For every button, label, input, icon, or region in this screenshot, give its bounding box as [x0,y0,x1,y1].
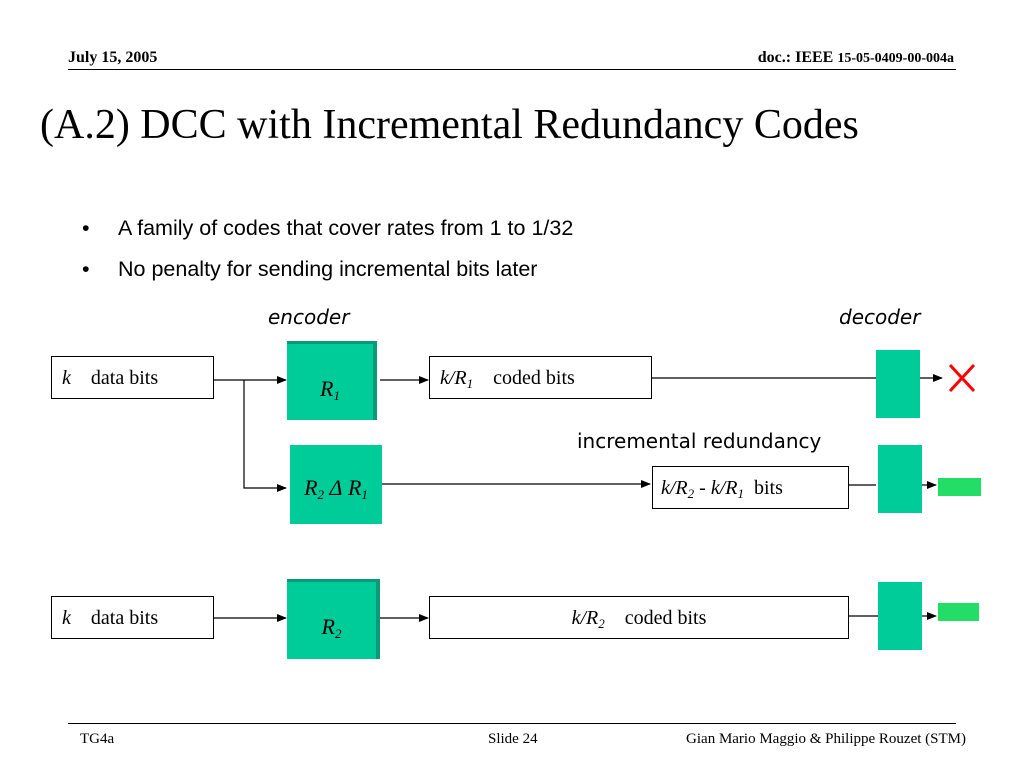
data-bits-text: data bits [90,367,159,389]
data-bits-text: data bits [90,607,159,629]
coded-bits-box-r2: k/R2 coded bits [429,596,849,639]
decoder-label: decoder [839,305,921,329]
incremental-redundancy-label: incremental redundancy [577,429,822,453]
incremental-bits-box: k/R2 - k/R1 bits [652,466,849,509]
decoder-block-1 [876,350,920,418]
header-doc-id: doc.: IEEE 15-05-0409-00-004a [758,49,954,67]
header-doc-prefix: doc.: IEEE [757,49,838,66]
data-bits-box: k data bits [51,596,214,639]
footer-rule [68,723,956,724]
encoder-r1-block: R1 [287,341,377,420]
success-bar-icon [938,478,981,496]
decoder-block-2 [878,445,922,513]
bullet-list: A family of codes that cover rates from … [82,212,573,294]
header-date: July 15, 2005 [68,49,158,66]
encoder-r2-delta-r1-label: R2 Δ R1 [304,475,368,502]
header-rule [68,69,956,70]
slide-number: Slide 24 [488,731,538,747]
data-bits-k: k [62,607,71,629]
slide-title: (A.2) DCC with Incremental Redundancy Co… [40,102,859,148]
bullet-item: No penalty for sending incremental bits … [82,253,573,294]
coded-bits-box-r1: k/R1 coded bits [429,356,652,399]
arrow-branch-to-r2-delta [243,380,287,492]
data-bits-k: k [62,367,71,389]
bullet-item: A family of codes that cover rates from … [82,212,573,253]
footer-left: TG4a [80,731,115,747]
encoder-r2-label: R2 [321,614,342,641]
fail-x-icon [948,363,976,393]
header-doc-number: 15-05-0409-00-004a [837,51,954,66]
encoder-r2-block: R2 [287,579,380,659]
encoder-label: encoder [268,305,350,329]
decoder-block-3 [878,582,922,650]
data-bits-box: k data bits [51,356,214,399]
success-bar-icon [938,603,979,621]
encoder-r1-label: R1 [320,376,340,403]
encoder-r2-delta-r1-block: R2 Δ R1 [290,445,382,524]
footer-authors: Gian Mario Maggio & Philippe Rouzet (STM… [686,731,966,747]
